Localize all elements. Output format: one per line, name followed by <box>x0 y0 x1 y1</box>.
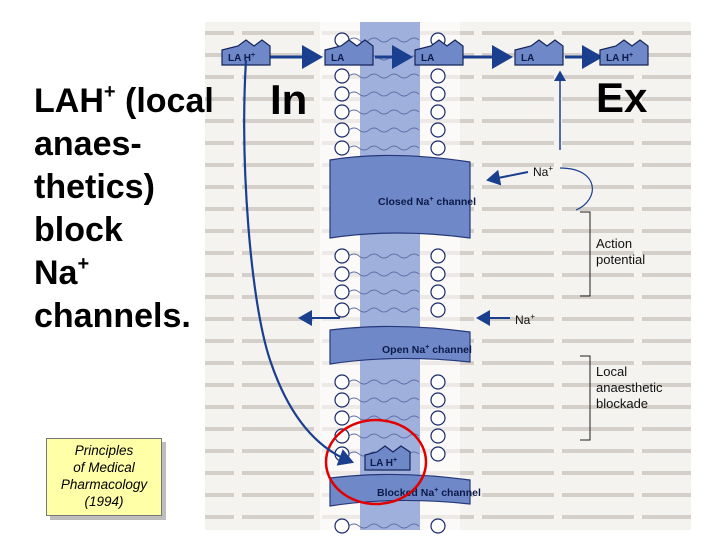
lipid-tail <box>348 253 420 259</box>
open-channel: Open Na+ channel <box>329 325 472 365</box>
drug-molecule: LA H+ <box>599 39 649 66</box>
lipid-tail <box>348 271 420 277</box>
title-line-4: block <box>34 211 123 249</box>
bound-drug-molecule: LA H+ <box>364 445 411 471</box>
blocked-channel-label: Blocked Na+ channel <box>377 487 481 499</box>
lipid-tail <box>348 523 420 529</box>
title-line-2: anaes- <box>34 125 142 163</box>
lipid-head <box>334 68 350 84</box>
lipid-tail <box>348 307 420 313</box>
lipid-head <box>334 284 350 300</box>
citation-line-3: Pharmacology <box>60 477 148 492</box>
drug-molecule-label: LA H+ <box>606 52 633 64</box>
lipid-head <box>334 518 350 534</box>
drug-molecule: LA <box>414 39 464 66</box>
lipid-tail <box>348 91 420 97</box>
blocked-site-highlight <box>324 418 428 506</box>
title-line-5: Na+ <box>34 253 90 292</box>
citation-line-2: of Medical <box>73 460 135 475</box>
lipid-head <box>430 518 446 534</box>
closed-channel: Closed Na+ channel <box>329 154 476 239</box>
lipid-head <box>334 122 350 138</box>
lipid-head <box>334 392 350 408</box>
local-blockade-label: Local <box>596 364 627 379</box>
closed-channel-label: Closed Na+ channel <box>378 196 476 208</box>
na-ion-upper: Na+ <box>486 164 593 211</box>
drug-molecule: LA <box>324 39 374 66</box>
lipid-head <box>430 392 446 408</box>
citation-line-4: (1994) <box>84 494 124 509</box>
drug-molecule-shape <box>414 39 464 66</box>
slide-title: LAH+ (local anaes- thetics) block Na+ ch… <box>34 80 244 338</box>
na-ion-lower: Na+ <box>298 310 535 327</box>
drug-molecule-shape <box>514 39 564 66</box>
lipid-head <box>430 86 446 102</box>
open-channel-label: Open Na+ channel <box>382 344 472 356</box>
title-line-3: thetics) <box>34 168 155 206</box>
lipid-head <box>334 86 350 102</box>
action-potential-label-2: potential <box>596 252 645 267</box>
lipid-head <box>430 122 446 138</box>
lipid-tail <box>348 127 420 133</box>
lipid-head <box>430 266 446 282</box>
lipid-tail <box>348 73 420 79</box>
title-line-1: LAH+ (local <box>34 81 214 120</box>
top-drug-molecules: LA H+ LA LA LA LA H+ <box>221 39 649 66</box>
action-potential-bracket <box>580 211 591 297</box>
lipid-head <box>334 374 350 390</box>
action-potential-label: Action <box>596 236 632 251</box>
drug-molecule-shape <box>221 39 271 66</box>
inside-label: In <box>270 76 308 123</box>
lipid-tail <box>348 145 420 151</box>
drug-molecule: LA H+ <box>221 39 271 66</box>
drug-molecule-label: LA <box>331 53 344 64</box>
na-ion-lower-label: Na+ <box>515 312 535 327</box>
local-blockade-bracket <box>580 355 591 441</box>
lipid-head <box>334 410 350 426</box>
drug-molecule-label: LA <box>421 53 434 64</box>
lipid-head <box>430 302 446 318</box>
drug-molecule-label: LA <box>521 53 534 64</box>
lipid-head <box>334 302 350 318</box>
lipid-head <box>430 140 446 156</box>
lipid-tail <box>348 109 420 115</box>
lipid-head <box>430 428 446 444</box>
drug-molecule-shape <box>599 39 649 66</box>
lipid-head <box>334 104 350 120</box>
na-ion-upper-label: Na+ <box>533 164 553 179</box>
lipid-head <box>334 248 350 264</box>
lipid-head <box>430 68 446 84</box>
lipid-head <box>430 104 446 120</box>
lipid-head <box>430 446 446 462</box>
lipid-head <box>430 374 446 390</box>
title-line-6: channels. <box>34 297 191 335</box>
lipid-head <box>430 248 446 264</box>
local-blockade-label-2: anaesthetic <box>596 380 663 395</box>
drug-path-arrows <box>243 59 355 466</box>
lipid-tail <box>348 289 420 295</box>
outside-label: Ex <box>596 74 648 121</box>
citation-box: Principles of Medical Pharmacology (1994… <box>46 438 162 516</box>
lipid-tail <box>348 379 420 385</box>
citation-line-1: Principles <box>74 443 134 458</box>
drug-molecule: LA <box>514 39 564 66</box>
lipid-head <box>430 284 446 300</box>
local-blockade-label-3: blockade <box>596 396 648 411</box>
lipid-head <box>334 140 350 156</box>
drug-molecule-label: LA H+ <box>228 52 255 64</box>
drug-molecule-shape <box>324 39 374 66</box>
lipid-head <box>334 266 350 282</box>
bound-drug-label: LA H+ <box>370 457 397 469</box>
lipid-head <box>430 410 446 426</box>
blocked-channel: Blocked Na+ channel <box>329 473 481 507</box>
lipid-tail <box>348 37 420 43</box>
lipid-tail <box>348 433 420 439</box>
lipid-tail <box>348 397 420 403</box>
